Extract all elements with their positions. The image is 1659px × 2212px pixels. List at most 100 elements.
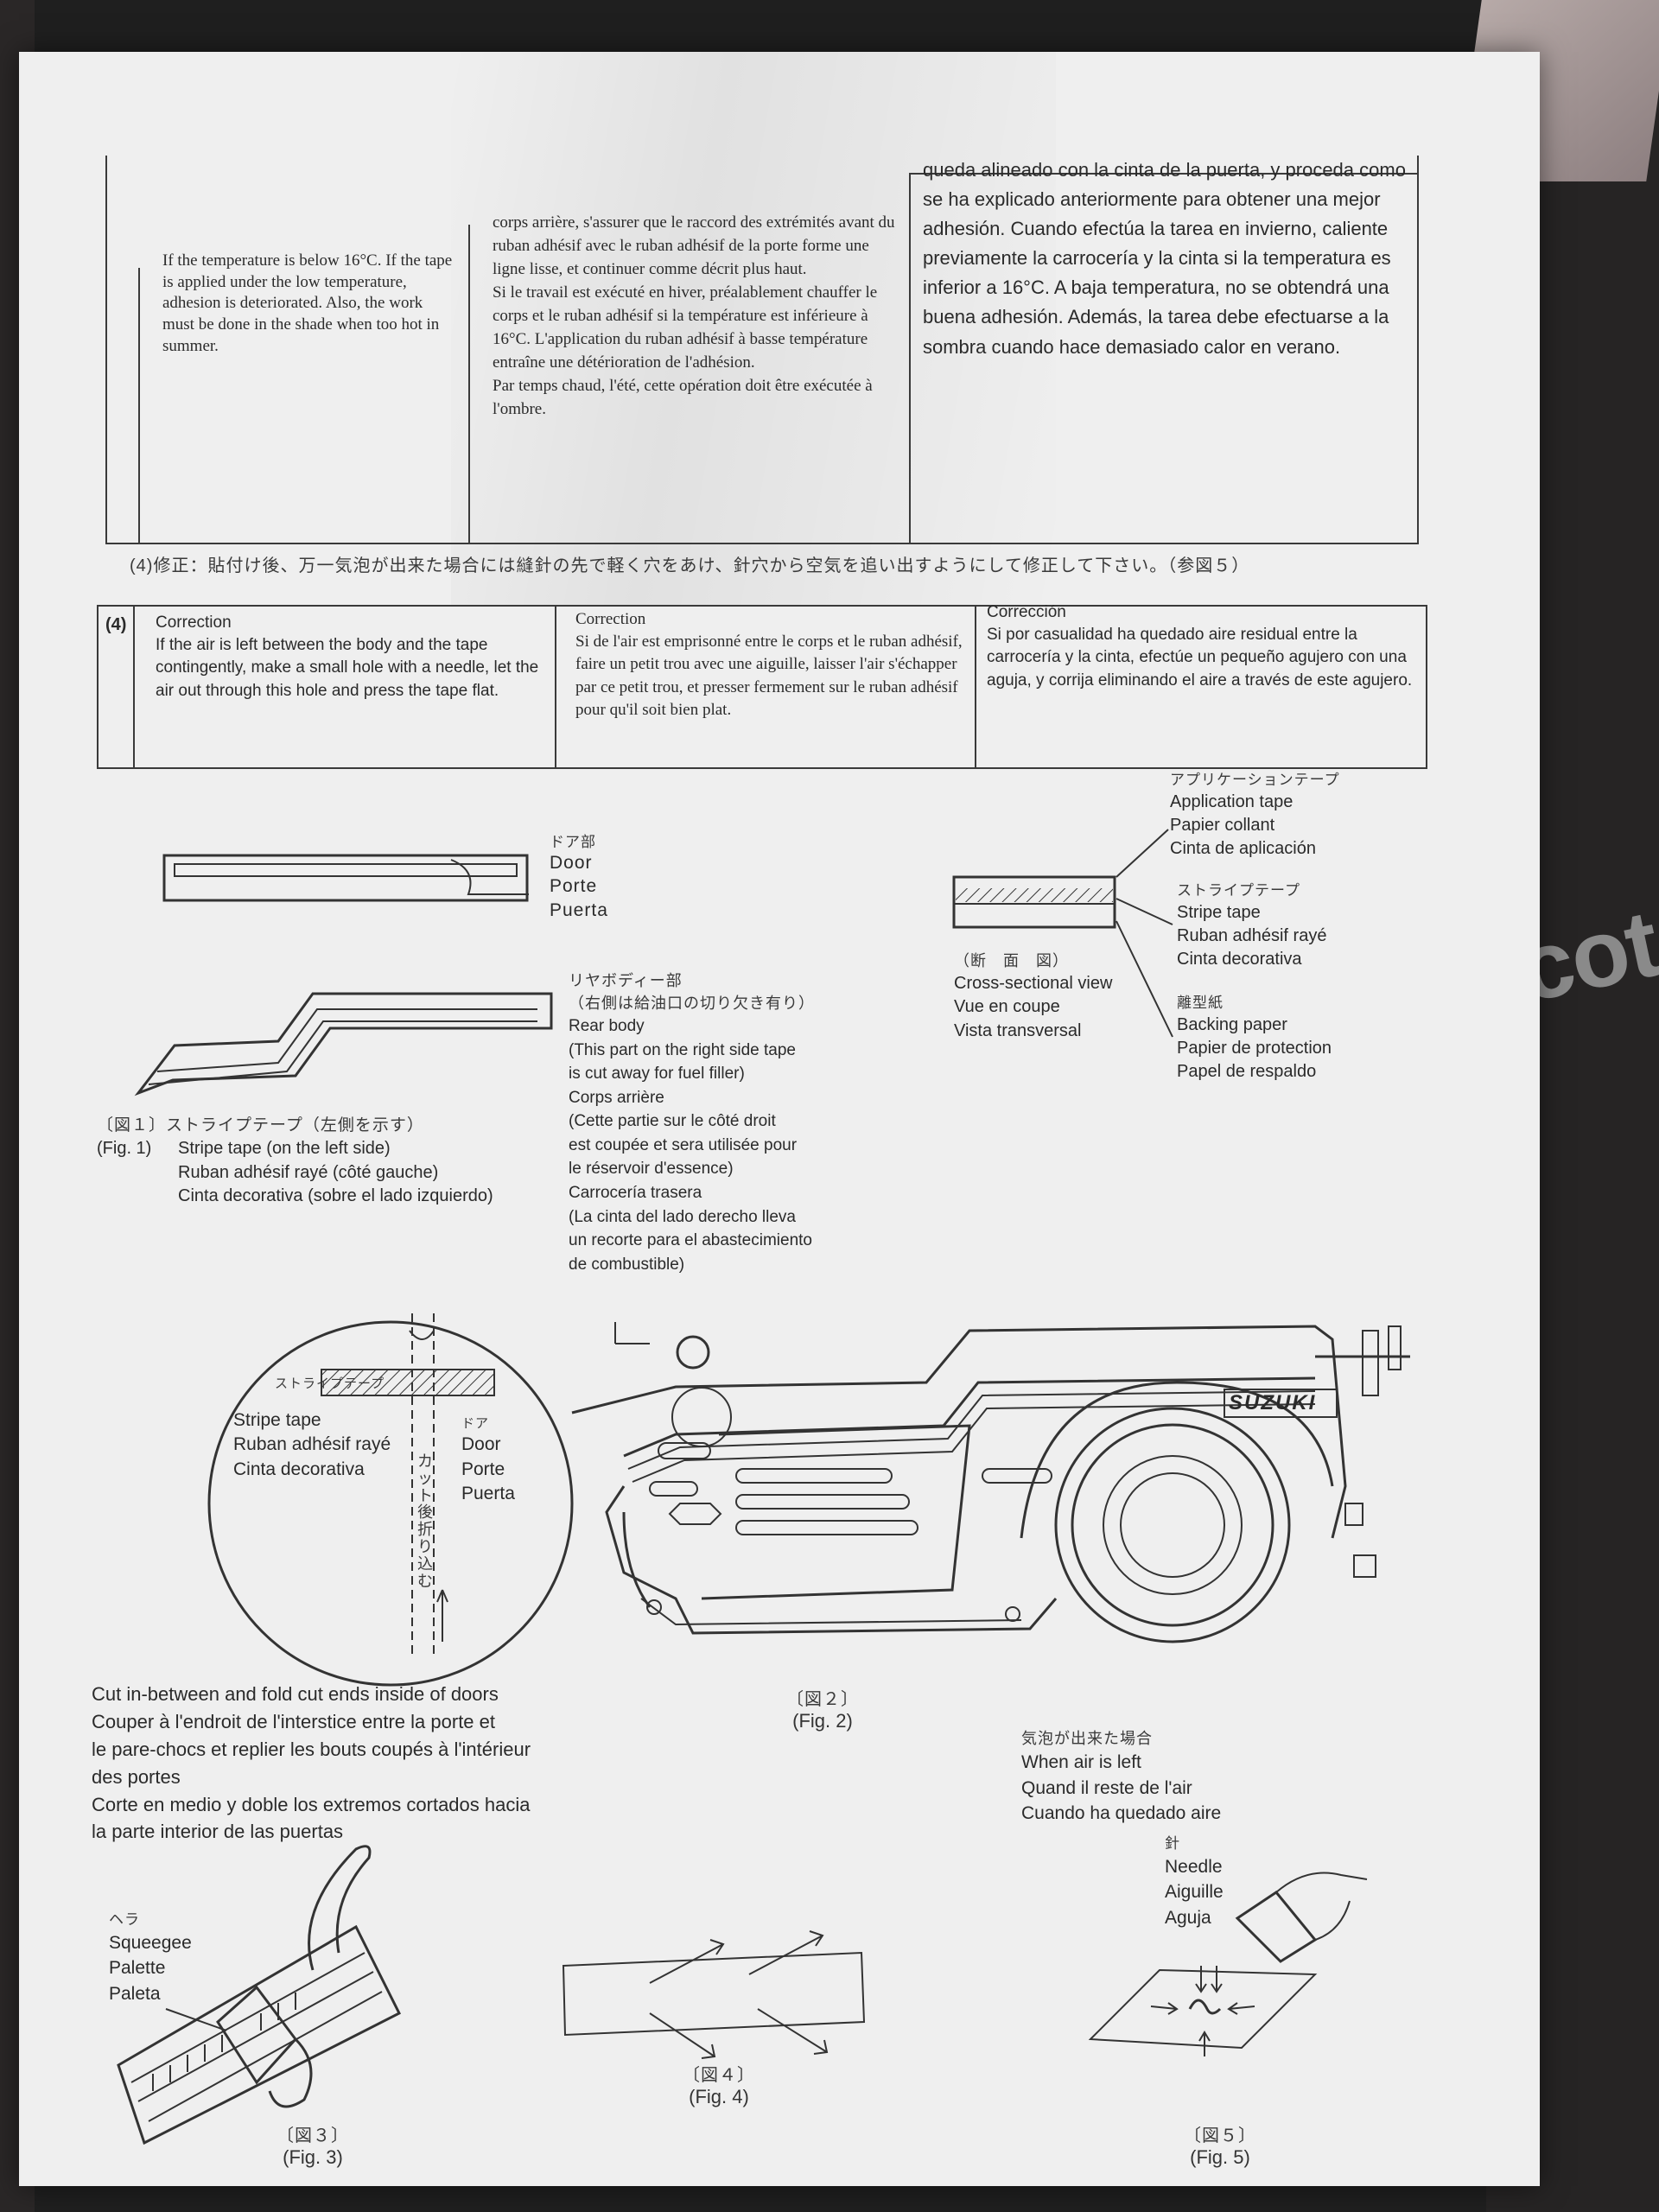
circle-stripe-labels: Stripe tape Ruban adhésif rayé Cinta dec… <box>233 1408 391 1482</box>
rear-line-5: est coupée et sera utilisée pour <box>569 1135 798 1154</box>
needle-es: Aguja <box>1165 1907 1211 1928</box>
cut-fold-jp-vertical: カット後折り込む <box>417 1452 434 1590</box>
cut-detail-circle <box>207 1313 574 1687</box>
rear-line-2: is cut away for fuel filler) <box>569 1065 745 1084</box>
fig2-caption-jp: 〔図２〕 <box>786 1690 859 1709</box>
rear-line-0: Rear body <box>569 1017 645 1036</box>
backing-paper-jp: 離型紙 <box>1177 995 1224 1011</box>
cross-view-jp: （断 面 図） <box>954 952 1069 969</box>
fold-line-3: des portes <box>92 1765 181 1788</box>
top-en-text: If the temperature is below 16°C. If the… <box>162 251 453 355</box>
fig1-caption-en: Stripe tape (on the left side) <box>178 1139 391 1159</box>
backing-paper-fr: Papier de protection <box>1177 1038 1332 1058</box>
fig4-caption: 〔図４〕 (Fig. 4) <box>658 2061 779 2108</box>
stripe-tape-en: Stripe tape <box>1177 902 1261 922</box>
cross-view-es: Vista transversal <box>954 1021 1082 1041</box>
fig4-caption-en: (Fig. 4) <box>689 2086 749 2107</box>
circle-stripe-es: Cinta decorativa <box>233 1459 365 1479</box>
correction-en-title: Correction <box>156 613 232 632</box>
fig2-caption-en: (Fig. 2) <box>792 1710 853 1732</box>
top-fr-para-2: Si le travail est exécuté en hiver, préa… <box>493 283 878 372</box>
fold-line-5: la parte interior de las puertas <box>92 1821 344 1843</box>
fig3-caption: 〔図３〕 (Fig. 3) <box>252 2121 373 2169</box>
instruction-sheet: If the temperature is below 16°C. If the… <box>19 52 1540 2186</box>
fig1-caption-jp: 〔図１〕ストライプテープ（左側を示す） <box>97 1116 424 1135</box>
rear-jp-1: リヤボディー部 <box>569 972 683 989</box>
fold-line-1: Couper à l'endroit de l'interstice entre… <box>92 1710 495 1732</box>
air-left-jp: 気泡が出来た場合 <box>1021 1730 1153 1747</box>
fig1-caption-fr: Ruban adhésif rayé (côté gauche) <box>178 1162 439 1182</box>
correction-es: Corrección Si por casualidad ha quedado … <box>987 601 1415 692</box>
top-table <box>105 156 1419 544</box>
circle-stripe-en: Stripe tape <box>233 1410 321 1430</box>
air-left-es: Cuando ha quedado aire <box>1021 1802 1222 1823</box>
correction-es-body: Si por casualidad ha quedado aire residu… <box>987 626 1413 690</box>
rear-line-3: Corps arrière <box>569 1088 664 1107</box>
press-direction-drawing <box>562 1930 866 2059</box>
rear-line-10: de combustible) <box>569 1255 685 1274</box>
fig3-caption-jp: 〔図３〕 <box>276 2126 349 2145</box>
rear-jp-2: （右側は給油口の切り欠き有り） <box>569 995 815 1013</box>
fig1-caption: 〔図１〕ストライプテープ（左側を示す） (Fig. 1) Stripe tape… <box>97 1115 493 1209</box>
fold-line-2: le pare-chocs et replier les bouts coupé… <box>92 1738 531 1760</box>
jp-correction-note: (4)修正：貼付け後、万一気泡が出来た場合には縫針の先で軽く穴をあけ、針穴から空… <box>130 556 1250 575</box>
fig5-caption-en: (Fig. 5) <box>1190 2146 1250 2168</box>
correction-number: (4) <box>105 615 127 634</box>
circle-door-es: Puerta <box>461 1483 515 1503</box>
application-tape-es: Cinta de aplicación <box>1170 838 1316 858</box>
application-tape-en: Application tape <box>1170 791 1294 811</box>
fold-line-0: Cut in-between and fold cut ends inside … <box>92 1683 499 1705</box>
air-left-fr: Quand il reste de l'air <box>1021 1777 1192 1798</box>
rear-line-6: le réservoir d'essence) <box>569 1160 734 1179</box>
correction-fr-title: Correction <box>575 610 646 628</box>
air-left-en: When air is left <box>1021 1752 1141 1773</box>
door-jp-label: ドア部 <box>550 834 596 850</box>
backing-paper-es: Papel de respaldo <box>1177 1061 1317 1081</box>
cross-backing-labels: 離型紙 Backing paper Papier de protection P… <box>1177 994 1332 1084</box>
needle-en: Needle <box>1165 1856 1223 1877</box>
correction-en-body: If the air is left between the body and … <box>156 636 539 700</box>
top-fr-para-1: corps arrière, s'assurer que le raccord … <box>493 213 895 278</box>
stripe-tape-es: Cinta decorativa <box>1177 949 1302 969</box>
top-fr-text: corps arrière, s'assurer que le raccord … <box>493 212 897 422</box>
fig3-caption-en: (Fig. 3) <box>283 2146 343 2168</box>
squeegee-en: Squeegee <box>109 1932 192 1953</box>
correction-fr: Correction Si de l'air est emprisonné en… <box>575 608 963 721</box>
circle-stripe-jp: ストライプテープ <box>275 1376 385 1391</box>
fig1-caption-number: (Fig. 1) <box>97 1139 152 1159</box>
fold-line-4: Corte en medio y doble los extremos cort… <box>92 1793 531 1815</box>
circle-door-jp: ドア <box>461 1416 490 1431</box>
fig2-caption: 〔図２〕 (Fig. 2) <box>762 1685 883 1732</box>
squeegee-labels: ヘラ Squeegee Palette Paleta <box>109 1910 192 2006</box>
stripe-tape-jp: ストライプテープ <box>1177 882 1300 899</box>
squeegee-drawing <box>117 1845 402 2145</box>
circle-door-fr: Porte <box>461 1459 505 1479</box>
rear-line-9: un recorte para el abastecimiento <box>569 1231 812 1250</box>
rear-body-labels: リヤボディー部 （右側は給油口の切り欠き有り） Rear body (This … <box>569 969 815 1276</box>
door-stripe-drawing <box>134 854 553 1096</box>
application-tape-fr: Papier collant <box>1170 815 1275 835</box>
needle-bubble-drawing <box>1088 1872 1368 2056</box>
squeegee-jp: ヘラ <box>109 1911 140 1928</box>
rear-line-8: (La cinta del lado derecho lleva <box>569 1207 797 1226</box>
top-es-text: queda alineado con la cinta de la puerta… <box>923 159 1406 358</box>
cross-stripe-labels: ストライプテープ Stripe tape Ruban adhésif rayé … <box>1177 881 1326 971</box>
cross-section-drawing <box>952 829 1173 1038</box>
correction-fr-body: Si de l'air est emprisonné entre le corp… <box>575 632 963 719</box>
needle-labels: 針 Needle Aiguille Aguja <box>1165 1834 1224 1930</box>
top-fr-para-3: Par temps chaud, l'été, cette opération … <box>493 376 873 418</box>
circle-door-en: Door <box>461 1434 501 1455</box>
door-labels: ドア部 Door Porte Puerta <box>550 830 608 922</box>
correction-table <box>97 605 1427 769</box>
fig4-caption-jp: 〔図４〕 <box>683 2066 755 2085</box>
door-label-es: Puerta <box>550 899 608 920</box>
needle-jp: 針 <box>1165 1835 1180 1852</box>
circle-stripe-fr: Ruban adhésif rayé <box>233 1434 391 1455</box>
rear-line-7: Carrocería trasera <box>569 1184 702 1203</box>
fig1-caption-es: Cinta decorativa (sobre el lado izquierd… <box>178 1186 493 1206</box>
cross-view-fr: Vue en coupe <box>954 997 1060 1017</box>
cross-view-en: Cross-sectional view <box>954 973 1113 993</box>
stripe-tape-fr: Ruban adhésif rayé <box>1177 925 1327 945</box>
squeegee-es: Paleta <box>109 1983 161 2004</box>
rear-line-1: (This part on the right side tape <box>569 1040 796 1059</box>
